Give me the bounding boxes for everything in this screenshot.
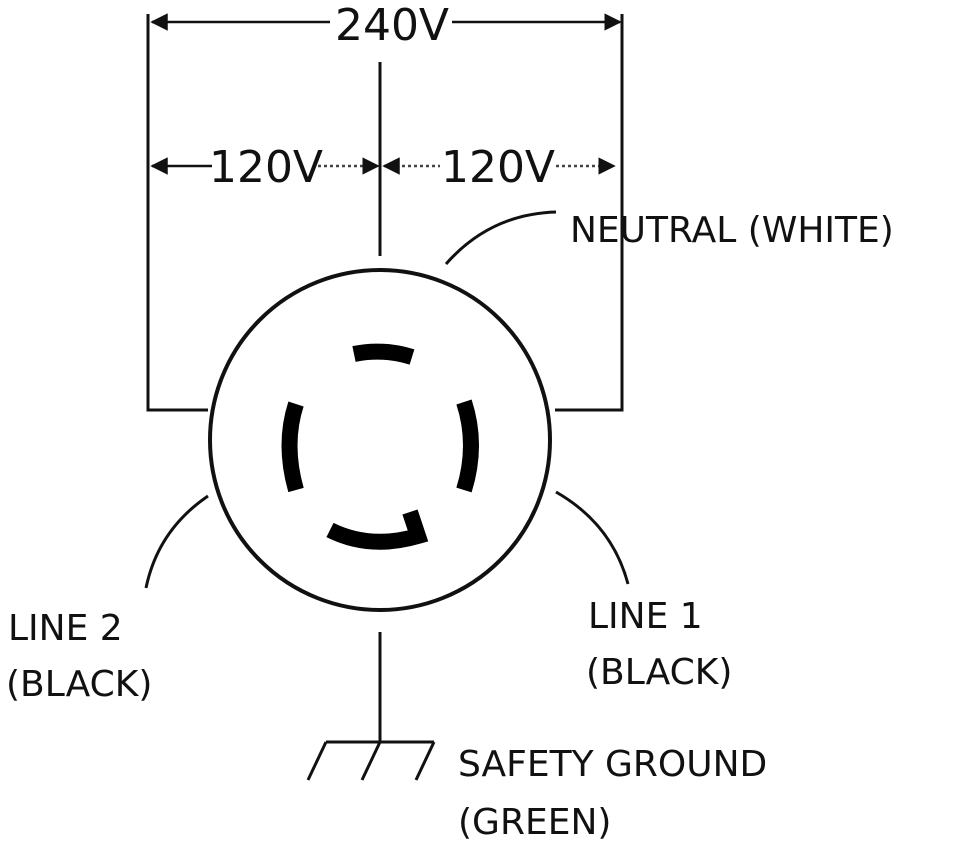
right-voltage-label: 120V <box>441 142 555 193</box>
line2-label-line1: LINE 2 <box>8 608 123 649</box>
wiring-lines <box>146 14 624 742</box>
line2-leader <box>144 494 209 589</box>
line1-leader <box>555 490 630 585</box>
ground-slot <box>326 509 429 550</box>
line2-label-line2: (BLACK) <box>6 664 152 705</box>
line2-wire <box>146 14 208 412</box>
dimension-120v-right: 120V <box>382 142 616 193</box>
neutral-leader <box>444 210 557 265</box>
neutral-slot <box>352 343 415 365</box>
dimension-240v: 240V <box>150 0 622 51</box>
ground-label-line1: SAFETY GROUND <box>458 744 767 785</box>
twist-lock-receptacle <box>208 268 552 612</box>
ground-symbol-icon <box>306 740 436 781</box>
line1-slot <box>456 399 479 493</box>
line2-slot <box>281 401 304 493</box>
dimension-120v-left: 120V <box>150 142 380 193</box>
left-voltage-label: 120V <box>209 142 323 193</box>
total-voltage-label: 240V <box>335 0 449 51</box>
ground-label-line2: (GREEN) <box>458 802 611 843</box>
line1-label-line1: LINE 1 <box>588 596 703 637</box>
receptacle-face <box>208 268 552 612</box>
neutral-label: NEUTRAL (WHITE) <box>570 210 894 251</box>
line1-label-line2: (BLACK) <box>586 652 732 693</box>
